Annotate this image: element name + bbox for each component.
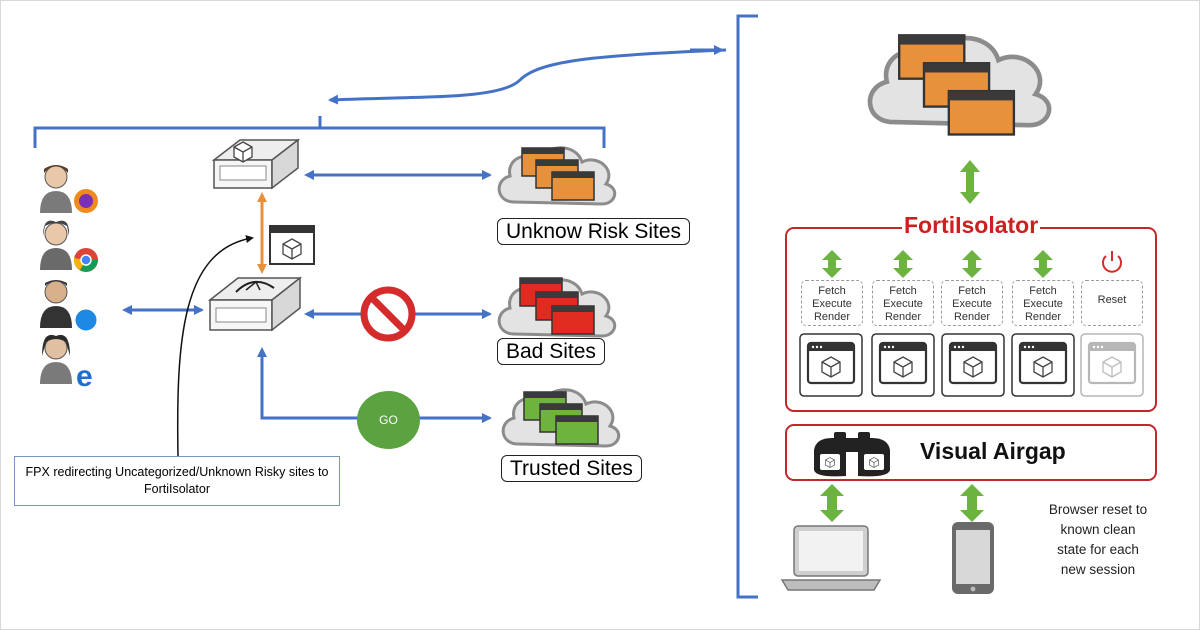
binoculars-icon	[814, 432, 890, 477]
airgap-label: Visual Airgap	[920, 438, 1066, 464]
curve-arrow-left	[328, 48, 727, 105]
user-chrome-icon	[40, 220, 98, 272]
svg-text:e: e	[76, 360, 93, 393]
column-arrows	[822, 250, 1053, 278]
cloud-icon	[501, 388, 621, 448]
appliance-icon	[211, 138, 301, 190]
cloud-isolator-arrow	[960, 160, 980, 204]
reset-caption: Reset	[1081, 280, 1143, 326]
note-pointer	[176, 235, 254, 457]
cloud-icon	[497, 146, 617, 206]
power-icon	[1102, 251, 1122, 273]
cloud-icon	[870, 34, 1049, 136]
cloud-icon	[497, 277, 617, 338]
redirect-note: FPX redirecting Uncategorized/Unknown Ri…	[14, 456, 340, 506]
reset-note: Browser reset to known clean state for e…	[1048, 502, 1148, 577]
isolator-title: FortiIsolator	[902, 212, 1041, 239]
user-safari-icon	[40, 280, 98, 332]
unknown-sites-label: Unknow Risk Sites	[497, 218, 691, 245]
laptop-icon	[780, 525, 882, 591]
users-column: e	[40, 165, 98, 393]
block-icon	[360, 286, 416, 342]
user-edge-icon: e	[40, 334, 93, 393]
bad-sites-label: Bad Sites	[497, 338, 605, 365]
right-bracket	[736, 14, 758, 599]
tablet-icon	[952, 522, 994, 594]
isolated-browsers-row	[799, 333, 1144, 397]
isolated-window-icon	[269, 225, 315, 265]
proxy-appliance-icon	[207, 276, 303, 332]
trusted-sites-label: Trusted Sites	[501, 455, 642, 482]
device-arrows	[820, 484, 984, 522]
go-badge: GO	[357, 391, 420, 449]
left-bracket	[33, 116, 606, 148]
airgap-box	[785, 424, 1157, 481]
user-firefox-icon	[40, 165, 98, 213]
